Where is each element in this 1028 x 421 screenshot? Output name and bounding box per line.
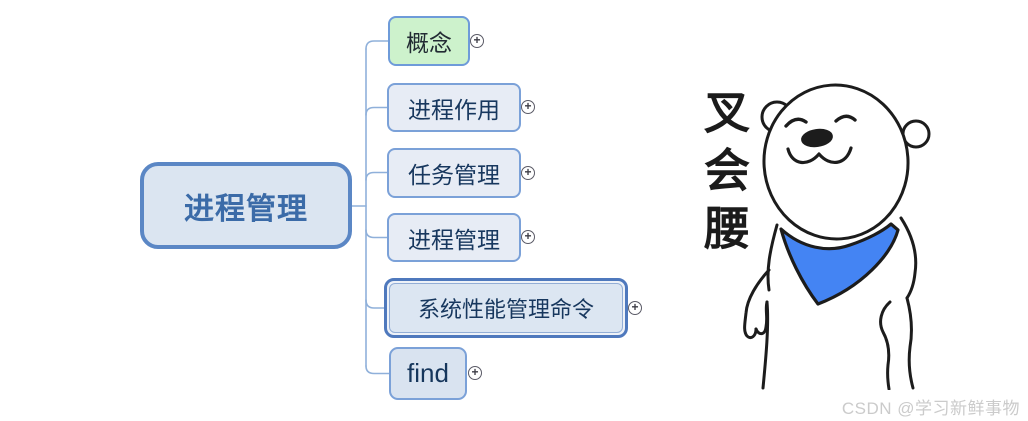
bear-nose: [801, 128, 833, 148]
expand-icon[interactable]: +: [628, 301, 642, 315]
topic-task-management[interactable]: 任务管理: [387, 148, 521, 198]
bear-sticker-illustration: [743, 83, 931, 390]
bear-scarf: [779, 222, 900, 306]
topic-system-performance-inner: 系统性能管理命令: [389, 283, 623, 333]
bear-eye-right: [834, 114, 857, 123]
topic-label: 任务管理: [408, 162, 500, 188]
root-topic[interactable]: 进程管理: [140, 162, 352, 249]
topic-concept[interactable]: 概念: [388, 16, 470, 66]
csdn-watermark: CSDN @学习新鲜事物: [841, 399, 1020, 418]
topic-label: 进程作用: [408, 96, 500, 123]
topic-process-management[interactable]: 进程管理: [387, 213, 521, 262]
expand-icon[interactable]: +: [468, 366, 482, 380]
expand-icon[interactable]: +: [521, 166, 535, 180]
topic-label: find: [407, 358, 449, 388]
topic-process-role[interactable]: 进程作用: [387, 83, 521, 132]
topic-label: 进程管理: [408, 226, 500, 253]
expand-icon[interactable]: +: [521, 230, 535, 244]
sticker-caption: 叉会腰: [698, 88, 749, 262]
root-topic-label: 进程管理: [184, 192, 308, 226]
topic-label: 概念: [406, 30, 452, 56]
bear-mouth: [786, 146, 853, 164]
topic-find[interactable]: find: [389, 347, 467, 400]
bear-eye-left: [784, 117, 808, 128]
expand-icon[interactable]: +: [470, 34, 484, 48]
topic-system-performance-selected[interactable]: 系统性能管理命令: [384, 278, 628, 338]
topic-label: 系统性能管理命令: [417, 297, 594, 322]
expand-icon[interactable]: +: [521, 100, 535, 114]
